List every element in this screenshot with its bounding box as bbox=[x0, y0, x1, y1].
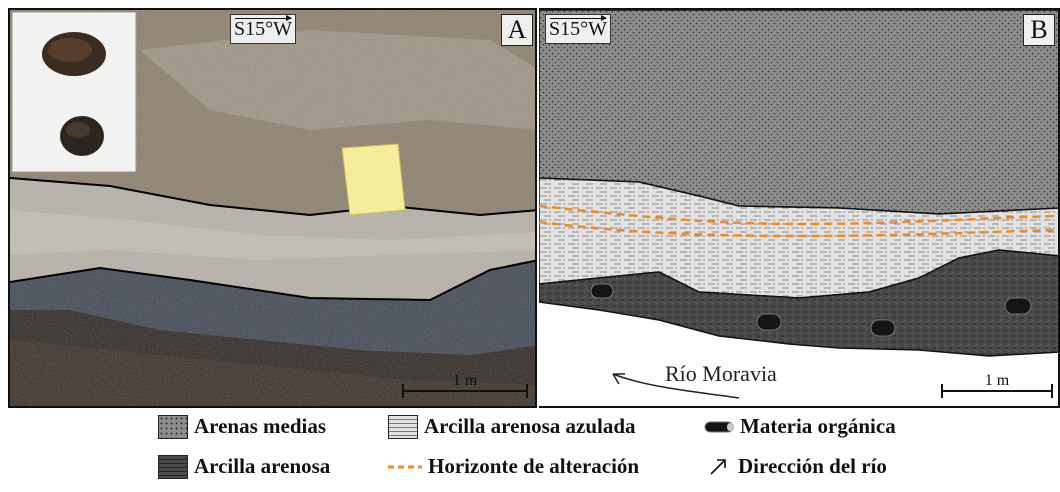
legend-item-organic: Materia orgánica bbox=[704, 414, 896, 439]
orange-dash-line bbox=[388, 465, 422, 468]
stratigraphic-section bbox=[539, 10, 1058, 399]
orientation-label-a: S15°W bbox=[230, 14, 296, 44]
legend-item-sandy-clay: Arcilla arenosa bbox=[158, 454, 330, 479]
legend-item-alteration: Horizonte de alteración bbox=[388, 454, 639, 479]
legend-item-sand: Arenas medias bbox=[158, 414, 326, 439]
river-label: Río Moravia bbox=[665, 361, 777, 386]
organic-matter-logs bbox=[590, 283, 1032, 337]
panel-label-a: A bbox=[501, 14, 533, 46]
photo-panel-a: S15°W A 1 m bbox=[8, 8, 537, 408]
section-panel-b: S15°W B Río Moravia 1 m bbox=[539, 8, 1060, 408]
arrow-icon bbox=[710, 458, 726, 475]
river-direction-arrow bbox=[612, 373, 740, 399]
organic-matter-log-icon bbox=[704, 421, 734, 432]
scale-bar-a: 1 m bbox=[402, 372, 528, 398]
orientation-label-b: S15°W bbox=[545, 14, 611, 44]
nodule-specimens-inset bbox=[42, 32, 106, 156]
scale-bar-b: 1 m bbox=[941, 372, 1053, 398]
sandy-clay-pattern-swatch bbox=[158, 454, 188, 479]
legend-item-blue-clay: Arcilla arenosa azulada bbox=[388, 414, 636, 439]
outcrop-photo bbox=[10, 10, 535, 406]
legend: Arenas medias Arcilla arenosa azulada Ma… bbox=[0, 410, 1060, 492]
panel-label-b: B bbox=[1023, 14, 1055, 46]
blue-clay-pattern-swatch bbox=[388, 414, 418, 439]
sand-pattern-swatch bbox=[158, 414, 188, 439]
legend-item-river-direction: Dirección del río bbox=[708, 454, 887, 479]
